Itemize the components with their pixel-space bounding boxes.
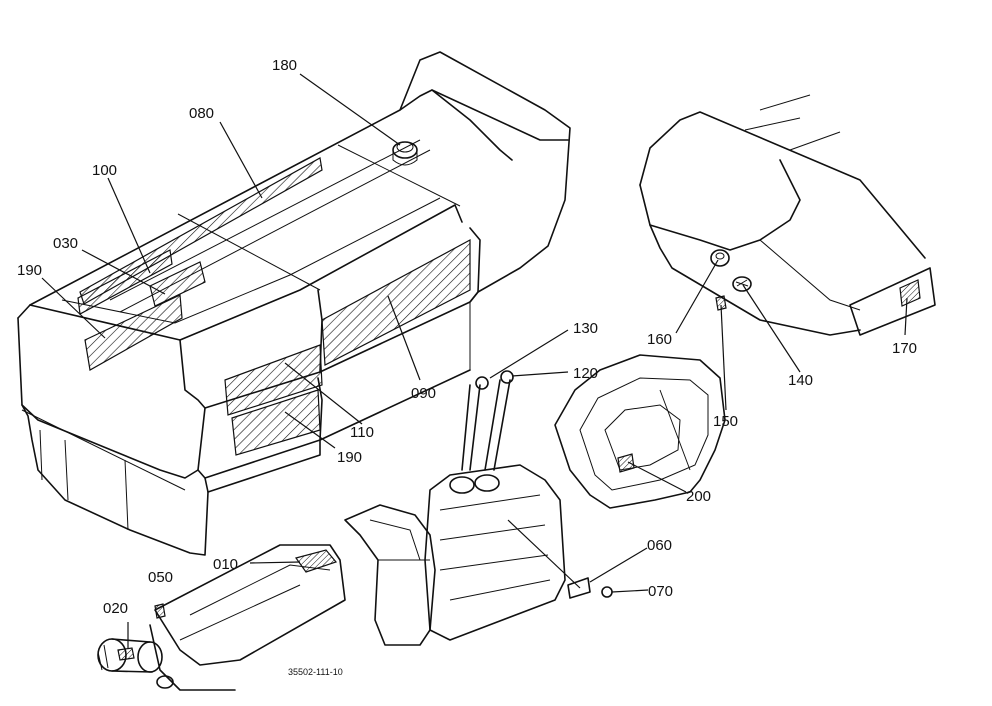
label-160: 160 [647,331,672,348]
label-180: 180 [272,57,297,74]
label-090: 090 [411,385,436,402]
label-150: 150 [713,413,738,430]
decal-200 [617,453,635,473]
label-190-side: 190 [337,449,362,466]
decal-030 [149,261,206,307]
label-170: 170 [892,340,917,357]
transmission-assembly [344,370,613,646]
decal-010 [295,549,338,573]
decal-190-top [84,294,183,371]
leader-lines [41,73,908,648]
label-190-top: 190 [17,262,42,279]
decal-190-side [231,389,321,456]
decal-090 [321,238,471,366]
label-030: 030 [53,235,78,252]
hood-assembly [17,51,571,556]
label-050: 050 [148,569,173,586]
label-130: 130 [573,320,598,337]
label-100: 100 [92,162,117,179]
part-labels: 180 080 100 030 190 090 110 190 130 120 … [17,57,917,677]
engine-assembly [97,544,346,691]
decal-170 [899,279,921,307]
label-010: 010 [213,556,238,573]
label-070: 070 [648,583,673,600]
label-200: 200 [686,488,711,505]
decal-050 [154,603,166,619]
fender-assembly [639,94,936,336]
label-020: 020 [103,600,128,617]
panel-housing [554,354,726,509]
drawing-number: 35502-111-10 [288,667,343,677]
label-140: 140 [788,372,813,389]
label-060: 060 [647,537,672,554]
label-110: 110 [350,424,374,441]
label-080: 080 [189,105,214,122]
label-120: 120 [573,365,598,382]
decal-110 [224,344,323,416]
